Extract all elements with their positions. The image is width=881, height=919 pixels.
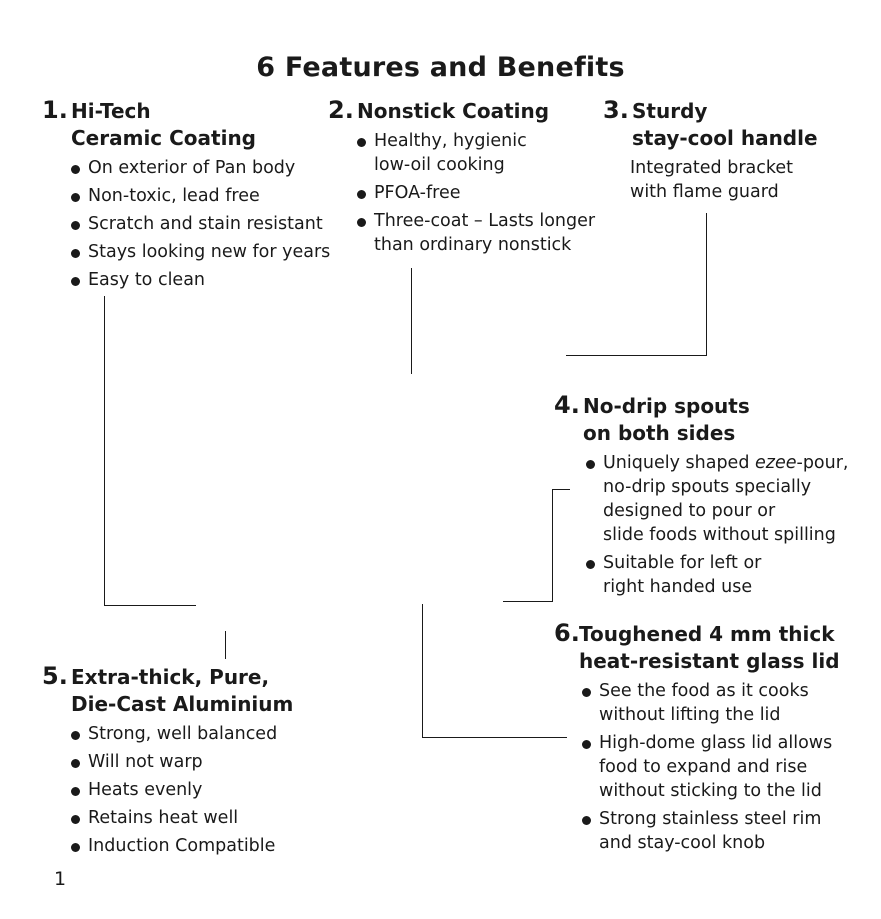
leader-line-feature-4	[552, 489, 553, 602]
feature-bullet-list: Healthy, hygienic low-oil cooking PFOA-f…	[357, 129, 598, 257]
bullet-item: See the food as it cooks without lifting…	[582, 679, 876, 727]
feature-heading-line1: Toughened 4 mm thick	[579, 622, 835, 646]
bullet-dot-icon	[71, 731, 80, 740]
bullet-dot-icon	[357, 138, 366, 147]
feature-heading-line2: on both sides	[583, 421, 736, 445]
bullet-item: Uniquely shaped ezee-pour, no-drip spout…	[586, 451, 874, 547]
feature-heading-line2: heat-resistant glass lid	[579, 649, 840, 673]
bullet-dot-icon	[582, 816, 591, 825]
feature-heading: 6.Toughened 4 mm thick heat-resistant gl…	[554, 620, 876, 675]
leader-line-feature-3	[566, 355, 707, 356]
leader-line-feature-2	[411, 268, 412, 374]
leader-line-feature-4	[503, 601, 553, 602]
bullet-item: Will not warp	[71, 750, 342, 774]
leader-line-feature-1	[104, 296, 105, 606]
bullet-item: Suitable for left or right handed use	[586, 551, 874, 599]
bullet-dot-icon	[71, 787, 80, 796]
bullet-dot-icon	[582, 740, 591, 749]
bullet-item: Heats evenly	[71, 778, 342, 802]
bullet-item: Easy to clean	[71, 268, 332, 292]
bullet-dot-icon	[582, 688, 591, 697]
bullet-item: Retains heat well	[71, 806, 342, 830]
bullet-item: High-dome glass lid allows food to expan…	[582, 731, 876, 803]
bullet-dot-icon	[71, 165, 80, 174]
feature-heading-line2: Ceramic Coating	[71, 126, 256, 150]
feature-heading-line1: No-drip spouts	[583, 394, 750, 418]
feature-description: Integrated bracket with flame guard	[630, 158, 793, 202]
bullet-item: Strong, well balanced	[71, 722, 342, 746]
feature-number: 5.	[42, 662, 68, 690]
feature-heading: 5.Extra-thick, Pure, Die-Cast Aluminium	[42, 663, 342, 718]
feature-glass-lid: 6.Toughened 4 mm thick heat-resistant gl…	[554, 620, 876, 855]
leader-line-feature-4	[552, 489, 570, 490]
feature-stay-cool-handle: 3.Sturdy stay-cool handle Integrated bra…	[603, 97, 873, 204]
feature-heading-line2: stay-cool handle	[632, 126, 818, 150]
bullet-item: Non-toxic, lead free	[71, 184, 332, 208]
leader-line-feature-6	[422, 604, 423, 738]
feature-number: 1.	[42, 96, 68, 124]
italic-word: ezee	[755, 453, 797, 473]
feature-heading-line1: Extra-thick, Pure,	[71, 665, 270, 689]
feature-heading-line1: Sturdy	[632, 99, 708, 123]
leader-line-feature-3	[706, 213, 707, 356]
bullet-item: Scratch and stain resistant	[71, 212, 332, 236]
feature-number: 6.	[554, 619, 580, 647]
bullet-dot-icon	[71, 759, 80, 768]
feature-heading-line2: Die-Cast Aluminium	[71, 692, 294, 716]
bullet-dot-icon	[357, 218, 366, 227]
bullet-dot-icon	[71, 277, 80, 286]
bullet-item: PFOA-free	[357, 181, 598, 205]
leader-line-feature-5	[225, 631, 226, 659]
bullet-dot-icon	[357, 190, 366, 199]
bullet-item: Healthy, hygienic low-oil cooking	[357, 129, 598, 177]
bullet-dot-icon	[71, 815, 80, 824]
feature-number: 3.	[603, 96, 629, 124]
feature-heading: 1.Hi-Tech Ceramic Coating	[42, 97, 332, 152]
bullet-item: Strong stainless steel rim and stay-cool…	[582, 807, 876, 855]
feature-ceramic-coating: 1.Hi-Tech Ceramic Coating On exterior of…	[42, 97, 332, 292]
page-number: 1	[54, 868, 67, 890]
feature-number: 4.	[554, 391, 580, 419]
bullet-item: Three-coat – Lasts longer than ordinary …	[357, 209, 598, 257]
feature-die-cast-aluminium: 5.Extra-thick, Pure, Die-Cast Aluminium …	[42, 663, 342, 858]
bullet-dot-icon	[71, 193, 80, 202]
bullet-dot-icon	[71, 249, 80, 258]
leader-line-feature-6	[422, 737, 567, 738]
page-title: 6 Features and Benefits	[256, 52, 625, 83]
bullet-dot-icon	[586, 460, 595, 469]
bullet-item: Stays looking new for years	[71, 240, 332, 264]
bullet-item: Induction Compatible	[71, 834, 342, 858]
leader-line-feature-1	[104, 605, 196, 606]
feature-heading: 2.Nonstick Coating	[328, 97, 598, 125]
feature-nonstick-coating: 2.Nonstick Coating Healthy, hygienic low…	[328, 97, 598, 257]
feature-bullet-list: See the food as it cooks without lifting…	[582, 679, 876, 855]
feature-no-drip-spouts: 4.No-drip spouts on both sides Uniquely …	[554, 392, 874, 599]
bullet-item: On exterior of Pan body	[71, 156, 332, 180]
feature-heading-line1: Hi-Tech	[71, 99, 151, 123]
feature-heading-line1: Nonstick Coating	[357, 99, 550, 123]
feature-bullet-list: Strong, well balanced Will not warp Heat…	[71, 722, 342, 858]
feature-bullet-list: On exterior of Pan body Non-toxic, lead …	[71, 156, 332, 292]
bullet-dot-icon	[71, 221, 80, 230]
feature-bullet-list: Uniquely shaped ezee-pour, no-drip spout…	[586, 451, 874, 599]
feature-number: 2.	[328, 96, 354, 124]
bullet-dot-icon	[71, 843, 80, 852]
feature-heading: 3.Sturdy stay-cool handle	[603, 97, 873, 152]
feature-heading: 4.No-drip spouts on both sides	[554, 392, 874, 447]
bullet-dot-icon	[586, 560, 595, 569]
